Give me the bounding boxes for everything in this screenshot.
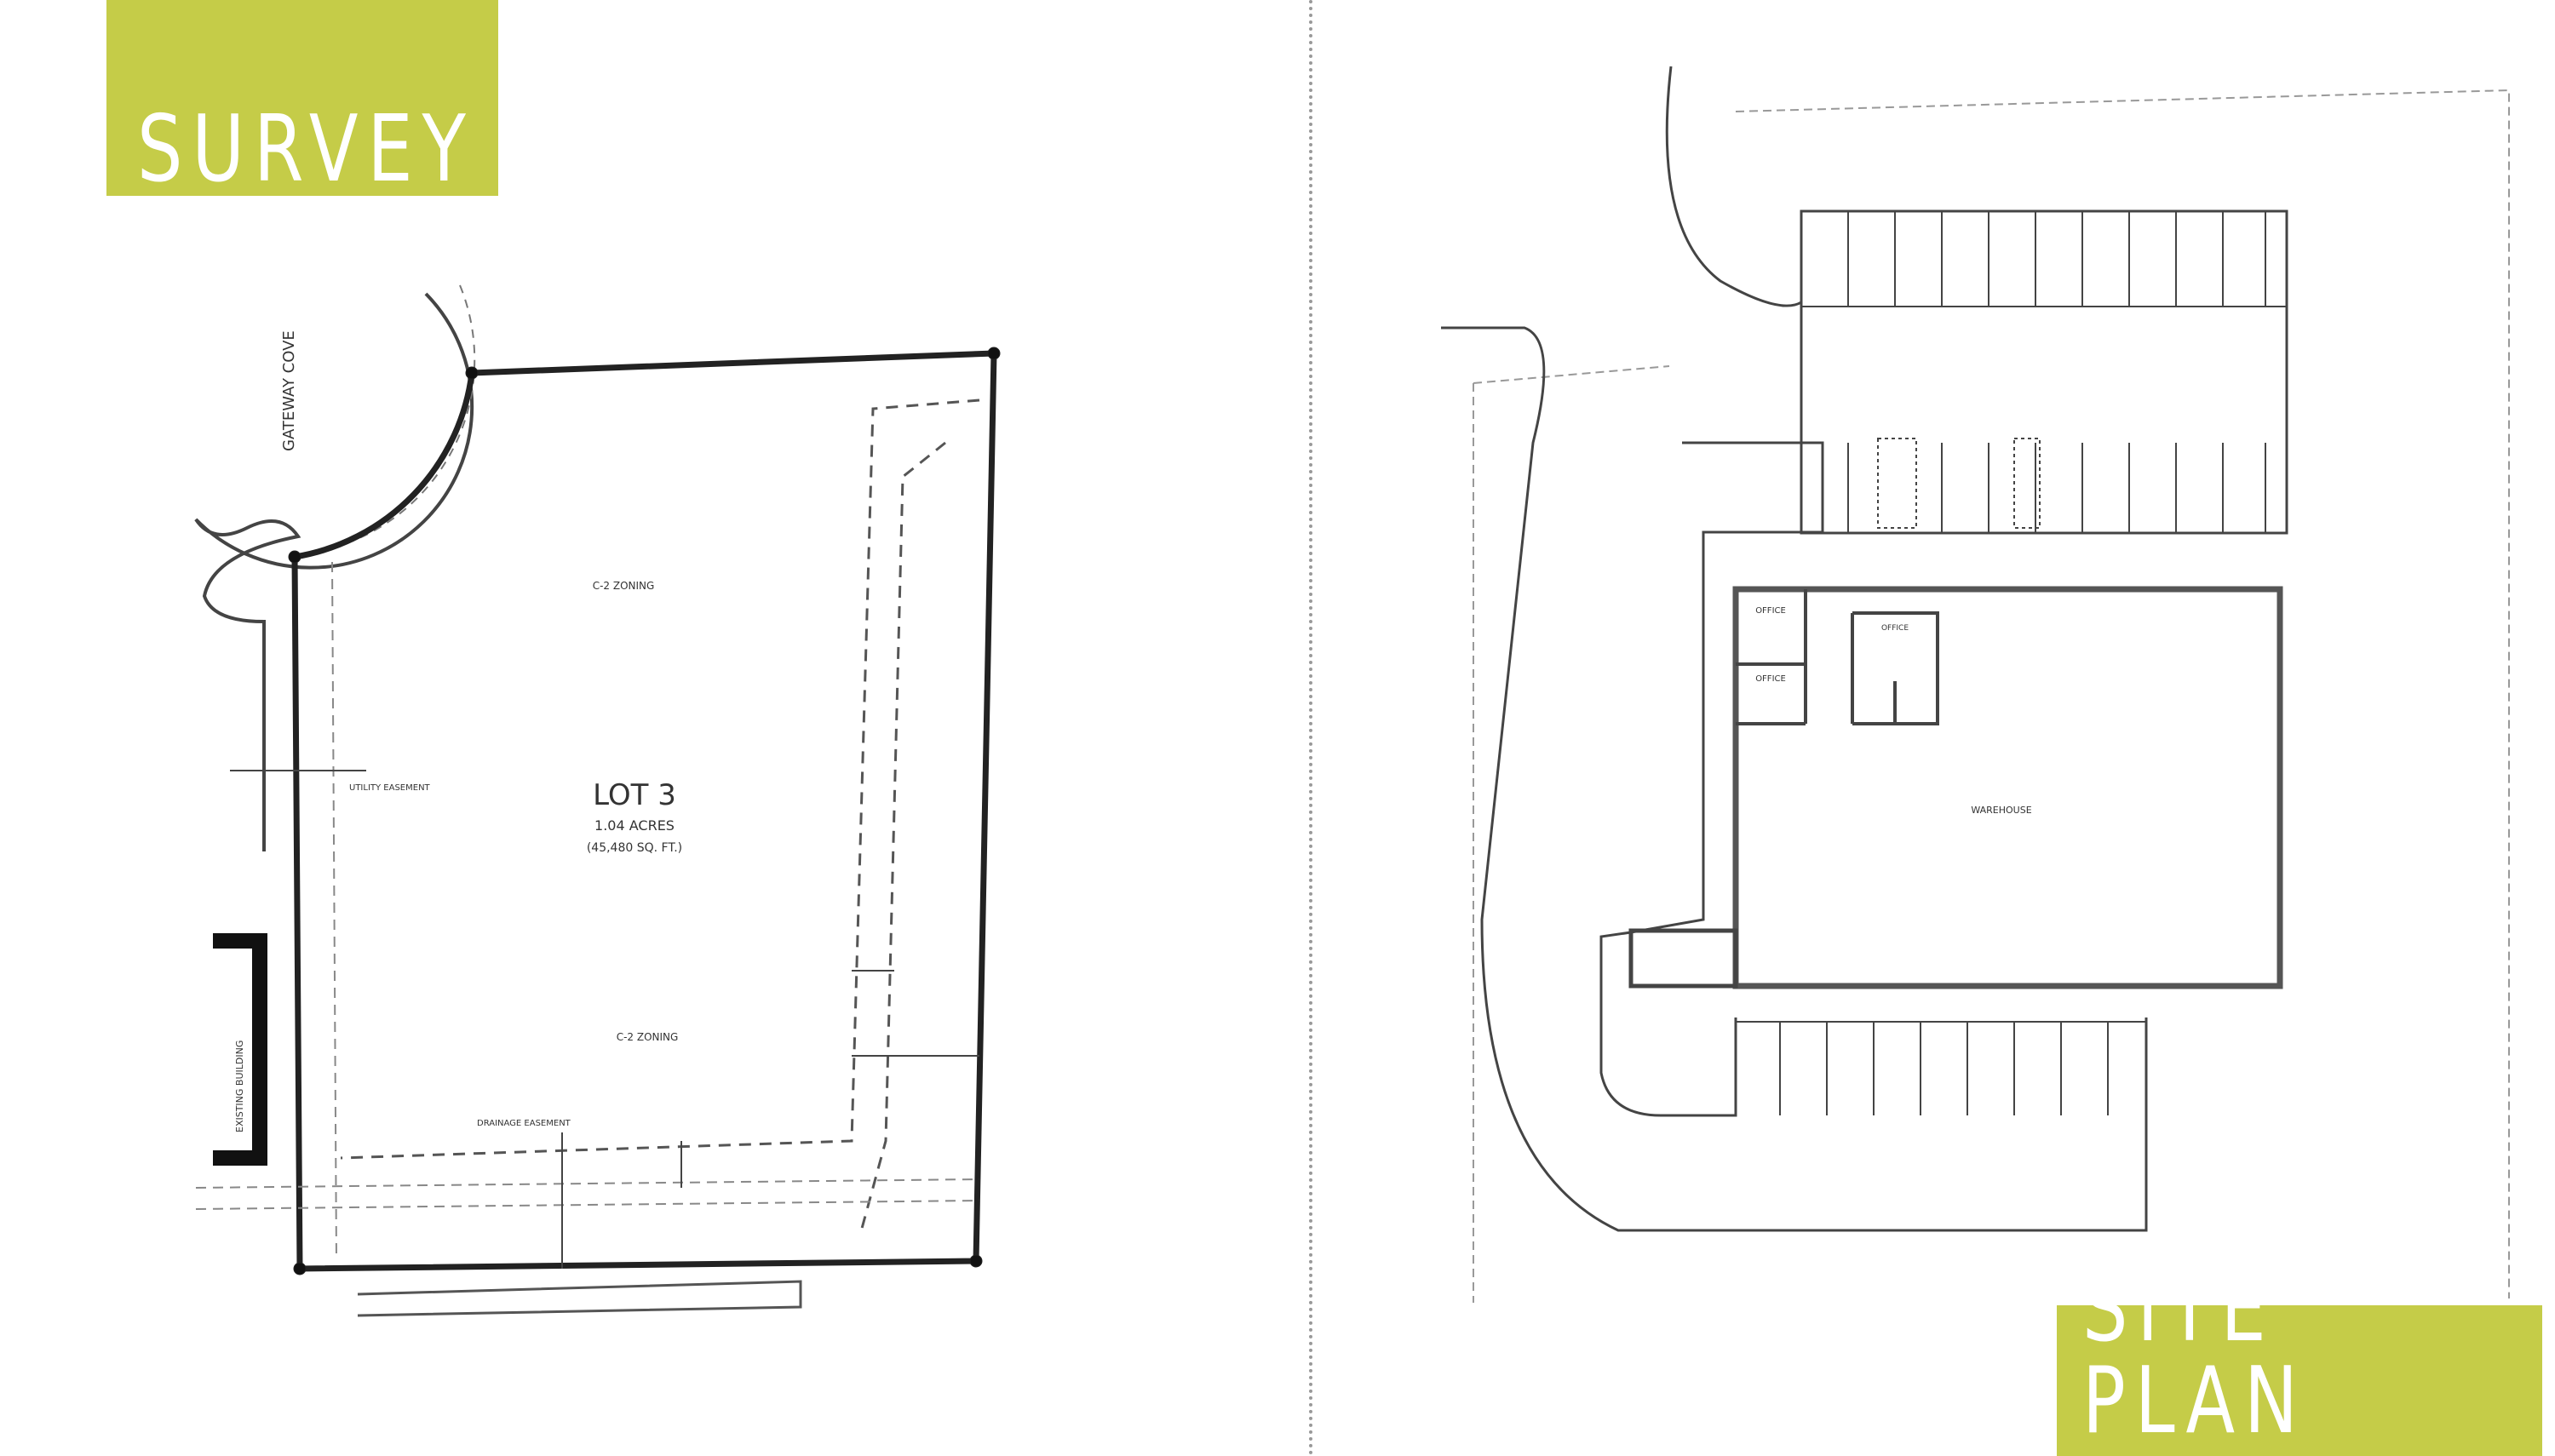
cul-de-sac xyxy=(194,292,474,851)
street-name: GATEWAY COVE xyxy=(280,330,298,451)
lot-label: LOT 3 xyxy=(593,778,676,812)
zoning-label: C-2 ZONING xyxy=(593,580,655,592)
lot-acres: 1.04 ACRES xyxy=(594,817,675,834)
access-road xyxy=(1665,66,1802,307)
interior-rooms xyxy=(1736,589,1939,725)
bottom-road xyxy=(357,1280,802,1317)
building xyxy=(1732,586,2283,989)
lot-area: (45,480 SQ. FT.) xyxy=(587,841,682,855)
site-plan-drawing xyxy=(1441,66,2510,1303)
existing-building-shape xyxy=(213,933,267,1166)
parking-stalls-top xyxy=(1801,211,2287,533)
survey-drawing xyxy=(194,284,1001,1317)
property-boundary xyxy=(1473,89,2510,1303)
site-plan-banner: SITE PLAN xyxy=(2057,1264,2542,1456)
room-label: OFFICE xyxy=(1881,624,1909,633)
top-parking xyxy=(1800,209,2288,535)
dimension-lines xyxy=(230,770,979,1269)
room-label: WAREHOUSE xyxy=(1971,805,2031,816)
page-divider xyxy=(1309,0,1312,1456)
building-notch xyxy=(1628,928,1738,989)
road-edge xyxy=(306,284,476,554)
drive-curb xyxy=(1441,326,2148,1232)
easement-lines xyxy=(340,398,980,1235)
easement-label: DRAINAGE EASEMENT xyxy=(477,1119,571,1128)
survey-banner: SURVEY xyxy=(106,0,498,196)
room-label: OFFICE xyxy=(1755,674,1786,684)
survey-title: SURVEY xyxy=(137,96,475,203)
existing-building-label: EXISTING BUILDING xyxy=(234,1040,245,1132)
room-label: OFFICE xyxy=(1755,606,1786,616)
parking-stalls-bottom xyxy=(1736,1021,2146,1115)
setback-line xyxy=(195,561,980,1261)
site-plan-title: SITE PLAN xyxy=(2082,1256,2307,1454)
inner-curb xyxy=(1599,441,1824,1117)
easement-label: UTILITY EASEMENT xyxy=(349,783,431,793)
zoning-label: C-2 ZONING xyxy=(617,1031,679,1043)
